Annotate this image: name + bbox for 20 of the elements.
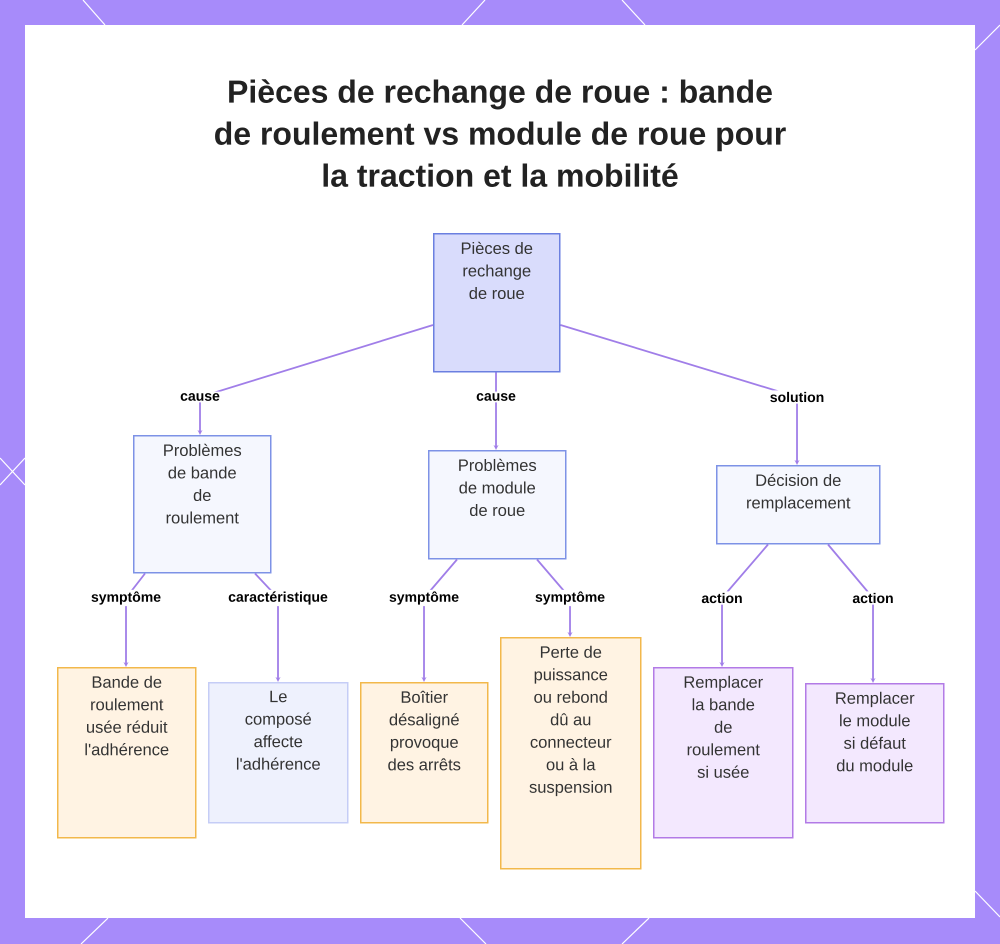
text-box: Bande de roulement usée réduit l'adhérence [57, 667, 196, 838]
text-box: Perte de puissance ou rebond dû au connecteur ou à la suspension [500, 637, 642, 870]
text-box: Problèmes de module de roue [428, 450, 566, 560]
edge-label: action [850, 591, 896, 605]
edge-label: action [700, 591, 744, 605]
text-box: Remplacer le module si défaut du module [805, 683, 945, 824]
edge-label: cause [178, 392, 222, 402]
text-box: Décision de remplacement [716, 465, 881, 544]
edge-label: caractéristique [226, 590, 330, 606]
text-box: Pièces de rechange de roue [433, 233, 560, 372]
title: Pièces de rechange de roue : bande de roulement vs module de roue pour la traction et la mobilité [215, 79, 786, 187]
text-box: Remplacer la bande de roulement si usée [653, 667, 794, 838]
edge-label: cause [474, 392, 518, 402]
text-box: Boîtier désaligné provoque des arrêts [360, 682, 488, 824]
edge-label: symptôme [534, 590, 607, 606]
edge-label: solution [768, 390, 826, 404]
edge-label: symptôme [90, 590, 163, 606]
text-box: Problèmes de bande de roulement [133, 435, 272, 574]
edge-label: symptôme [388, 590, 461, 606]
text-box: Le composé affecte l'adhérence [208, 682, 348, 824]
